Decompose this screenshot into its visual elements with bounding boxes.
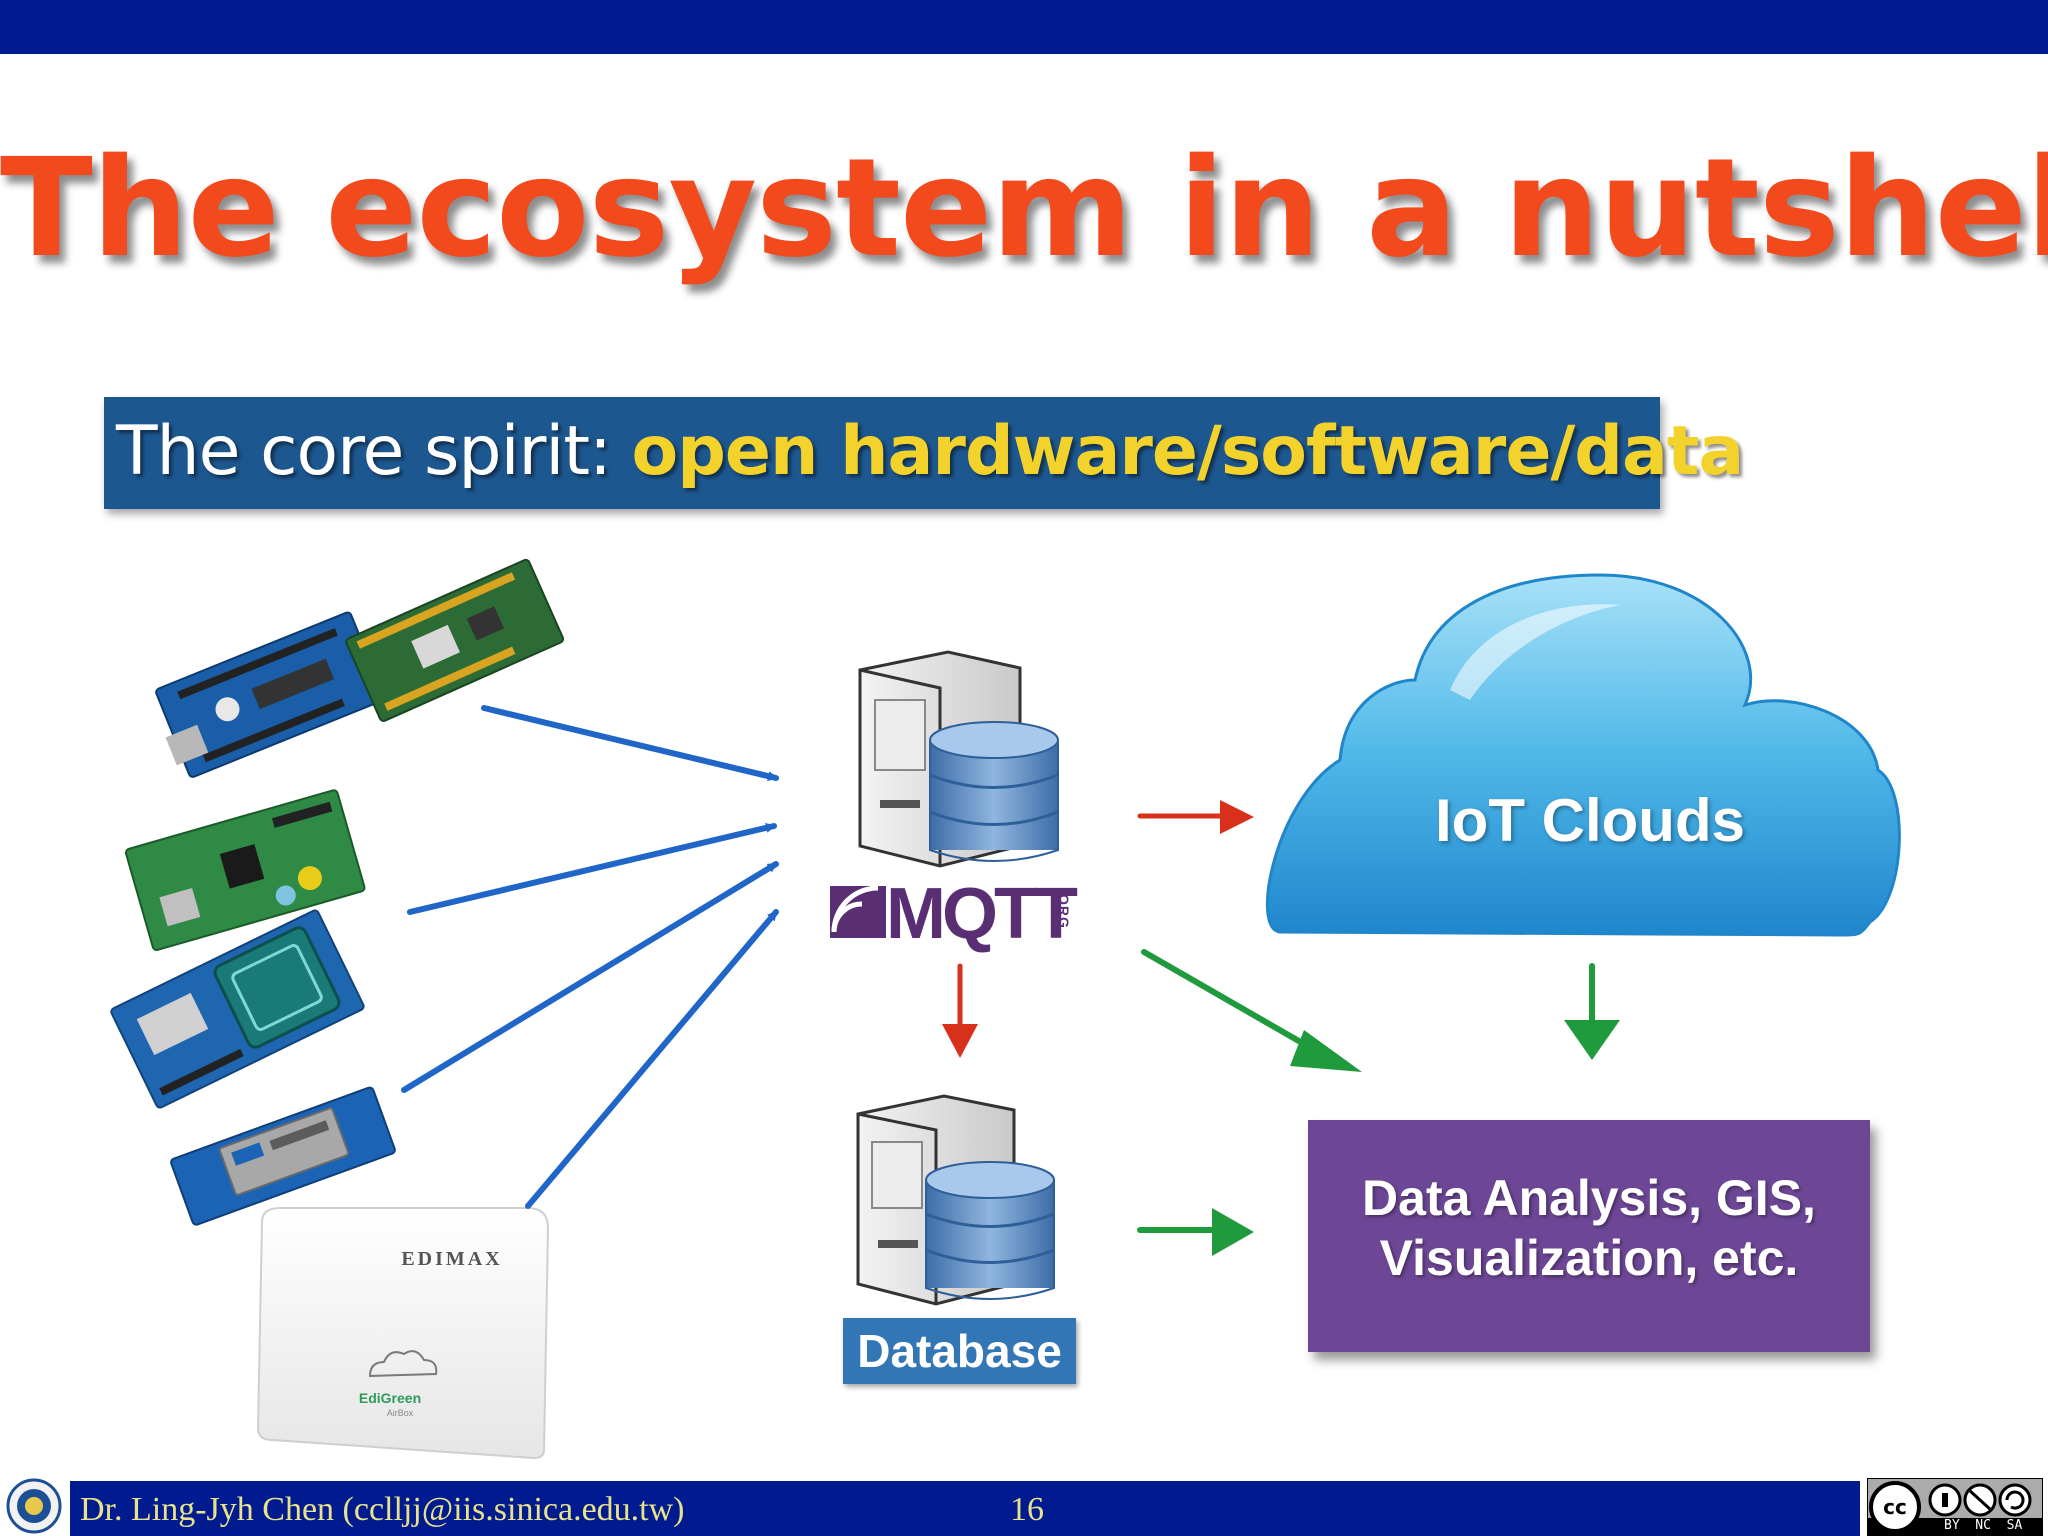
analysis-label-line2: Visualization, etc. [1379,1230,1799,1286]
analysis-label-line1: Data Analysis, GIS, [1362,1170,1816,1226]
to-analysis-arrows [1137,949,1620,1256]
broker-output-arrows [942,800,1254,1058]
banner-lead: The core spirit: [116,412,632,491]
footer-author: Dr. Ling-Jyh Chen (cclljj@iis.sinica.edu… [80,1491,685,1528]
raspberry-pi-board-icon [124,789,366,951]
svg-text:cc: cc [1883,1495,1907,1519]
airbox-sub2-label: AirBox [386,1408,414,1418]
arduino-board-icon [155,611,386,778]
iot-cloud-icon [1266,573,1901,937]
cc-license-icon: cc [1867,1478,2043,1536]
core-spirit-text: The core spirit: open hardware/software/… [116,412,1745,492]
footer-bar [70,1481,1860,1536]
airbox-brand-label: EDIMAX [401,1248,503,1270]
banner-highlight: open hardware/software/data [631,412,1745,491]
intel-edison-board-icon [170,1086,396,1226]
analysis-box [1308,1120,1870,1352]
analysis-label: Data Analysis, GIS, Visualization, etc. [1308,1168,1870,1288]
airbox-device-icon [256,1207,550,1460]
mqtt-logo-text: MQTT [886,874,1078,954]
broker-server-icon [858,650,1059,868]
slide-title: The ecosystem in a nutshell [0,130,2048,288]
mqtt-logo-mark [830,885,886,938]
device-to-broker-arrows [401,705,779,1209]
license-text: BY NC SA [1944,1518,2023,1533]
rfid-board-icon [110,909,365,1109]
database-badge [843,1318,1076,1384]
database-server-icon [856,1094,1055,1306]
airbox-sub-label: EdiGreen [358,1390,422,1406]
top-bar [0,0,2048,54]
mqtt-logo-suffix: ORG [1056,894,1072,929]
institution-seal-icon [6,1478,62,1534]
database-label: Database [857,1325,1062,1377]
expansion-board-icon [345,558,565,722]
iot-clouds-label: IoT Clouds [1435,787,1745,854]
core-spirit-banner [104,397,1660,509]
page-number: 16 [1010,1491,1044,1528]
